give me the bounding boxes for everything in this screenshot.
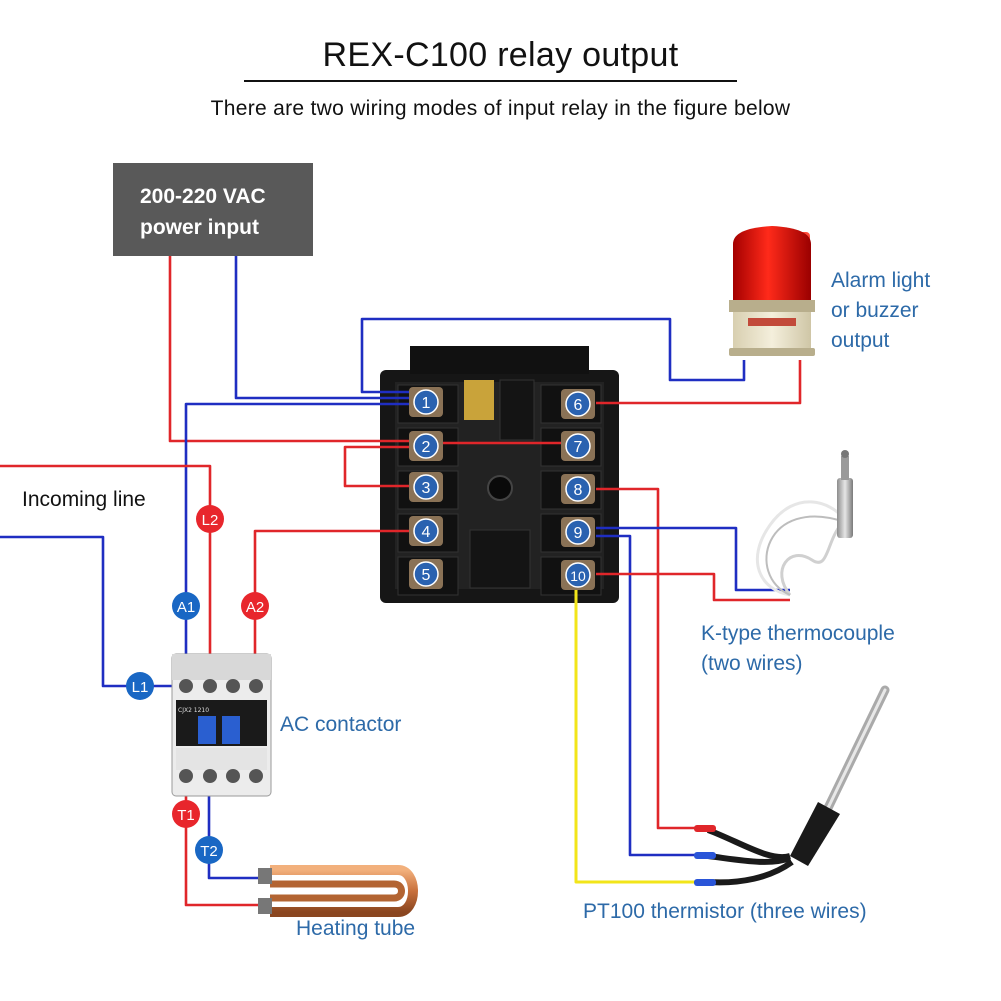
- power-blue-wire: [234, 256, 410, 400]
- terminal-number: 8: [574, 482, 583, 499]
- terminal-8: 8: [561, 474, 595, 504]
- terminal-number: 10: [570, 568, 586, 584]
- ktype-blue-wire: [596, 526, 790, 592]
- pt100-blue-wire: [596, 534, 700, 857]
- terminal-number: 7: [574, 439, 583, 456]
- terminal-number: 5: [422, 567, 431, 584]
- heating-tube-image: [258, 865, 418, 917]
- alarm-label-line-1: Alarm light: [831, 269, 931, 292]
- incoming-red-wire: [0, 464, 212, 685]
- pt100-label: PT100 thermistor (three wires): [583, 900, 867, 923]
- pt100-probe-image: [694, 685, 890, 886]
- svg-text:A2: A2: [246, 599, 264, 616]
- power-box-line-2: power input: [140, 216, 259, 239]
- terminal-number: 3: [422, 480, 431, 497]
- alarm-blue-wire: [360, 317, 746, 394]
- terminal-9: 9: [561, 517, 595, 547]
- alarm-label-line-3: output: [831, 329, 890, 352]
- terminal-3: 3: [409, 472, 443, 502]
- incoming-line-label: Incoming line: [22, 488, 146, 511]
- page-title: REX-C100 relay output: [322, 36, 679, 74]
- wire-tag-a1: A1: [172, 592, 200, 620]
- svg-text:L2: L2: [202, 512, 219, 529]
- svg-text:L1: L1: [132, 679, 149, 696]
- wire-tag-a2: A2: [241, 592, 269, 620]
- contactor-model-text: CJX2 1210: [178, 707, 209, 714]
- ac-contactor-image: CJX2 1210: [171, 653, 272, 797]
- alarm-light-image: [729, 226, 815, 356]
- svg-text:T1: T1: [177, 807, 195, 824]
- ktype-red-wire: [596, 572, 790, 602]
- ac-contactor-label: AC contactor: [280, 713, 402, 736]
- terminal-number: 1: [422, 395, 431, 412]
- heating-tube-label: Heating tube: [296, 917, 416, 940]
- alarm-label: Alarm light or buzzer output: [831, 266, 930, 356]
- power-input-box: 200-220 VAC power input: [113, 163, 313, 256]
- title-underline: [244, 80, 737, 82]
- terminal-number: 6: [574, 397, 583, 414]
- a1-blue-wire: [184, 402, 410, 660]
- power-box-line-1: 200-220 VAC: [140, 185, 266, 208]
- terminal-4: 4: [409, 516, 443, 546]
- alarm-label-line-2: or buzzer: [831, 299, 919, 322]
- terminal-1: 1: [409, 387, 443, 417]
- terminal-2: 2: [409, 431, 443, 461]
- ktype-label-line-1: K-type thermocouple: [701, 622, 895, 645]
- incoming-blue-wire: [0, 535, 186, 688]
- jumper-2-3-wire: [343, 445, 410, 488]
- terminal-5: 5: [409, 559, 443, 589]
- pt100-red-wire: [596, 487, 700, 830]
- terminal-10: 10: [561, 560, 595, 590]
- ktype-label: K-type thermocouple (two wires): [701, 619, 895, 679]
- terminal-6: 6: [561, 389, 595, 419]
- svg-text:T2: T2: [200, 843, 218, 860]
- svg-text:A1: A1: [177, 599, 195, 616]
- ktype-thermocouple-image: [755, 450, 853, 597]
- terminal-number: 4: [422, 524, 431, 541]
- terminal-7: 7: [561, 431, 595, 461]
- power-red-wire: [168, 256, 410, 443]
- wires: [0, 256, 802, 907]
- terminal-number: 9: [574, 525, 583, 542]
- wire-tag-t2: T2: [195, 836, 223, 864]
- page-subtitle: There are two wiring modes of input rela…: [210, 97, 791, 120]
- ktype-label-line-2: (two wires): [701, 652, 803, 675]
- pt100-yellow-wire: [574, 586, 700, 884]
- terminal-number: 2: [422, 439, 431, 456]
- wire-tag-l2: L2: [196, 505, 224, 533]
- terminal-layer: 1 2 3 4 5 6 7 8 9 10: [409, 387, 595, 590]
- alarm-red-wire: [596, 360, 802, 405]
- wire-tag-t1: T1: [172, 800, 200, 828]
- t2-blue-wire: [207, 770, 265, 880]
- wire-tag-l1: L1: [126, 672, 154, 700]
